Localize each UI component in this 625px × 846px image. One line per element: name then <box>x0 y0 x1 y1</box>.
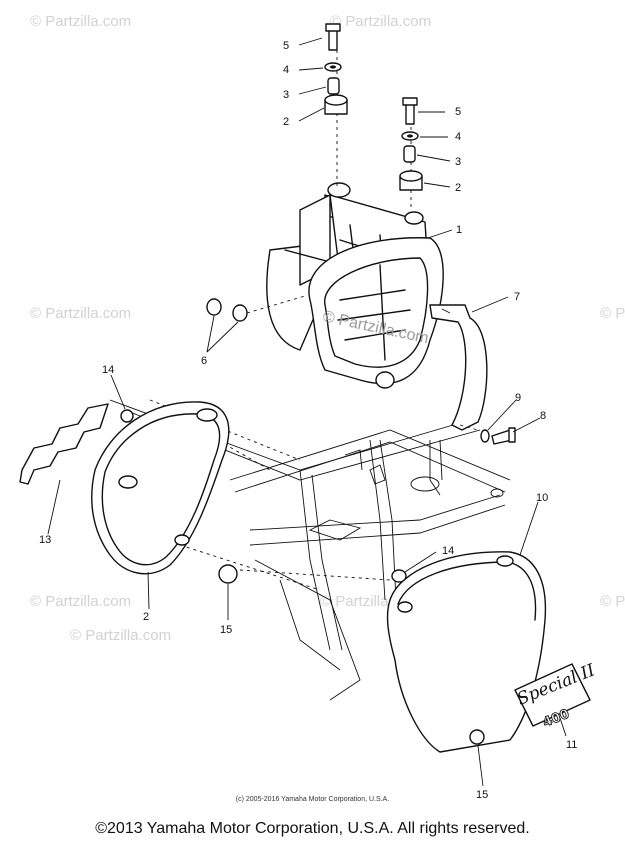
grommet-14-right <box>391 569 407 583</box>
callout-7: 7 <box>514 291 520 303</box>
callout-3: 3 <box>283 89 289 101</box>
watermark: © Partzilla.com <box>30 13 131 30</box>
callout-14: 14 <box>102 364 114 376</box>
watermark: © Partzilla.com <box>70 627 171 644</box>
watermark: © Partzilla.com <box>600 305 625 322</box>
left-hardware-stack <box>324 23 348 190</box>
callout-2: 2 <box>283 116 289 128</box>
battery-box <box>266 182 444 389</box>
watermark: © Partzilla.com <box>600 593 625 610</box>
callout-2: 2 <box>455 182 461 194</box>
watermark: © Partzilla.com <box>30 593 131 610</box>
right-side-cover: Special II 400 <box>386 551 598 753</box>
callout-11: 11 <box>566 739 577 751</box>
copyright-main: ©2013 Yamaha Motor Corporation, U.S.A. A… <box>95 820 530 837</box>
callout-2: 2 <box>143 611 149 623</box>
collar-3-left <box>327 77 340 95</box>
callout-15: 15 <box>220 624 232 636</box>
callout-1: 1 <box>456 224 462 236</box>
emblem-13 <box>19 403 109 485</box>
callout-5: 5 <box>283 40 289 52</box>
damper-15-right <box>469 729 485 745</box>
callout-13: 13 <box>39 534 51 546</box>
callout-4: 4 <box>455 131 461 143</box>
grommets-6 <box>206 295 306 322</box>
bolt-8-washer-9 <box>480 427 516 445</box>
callout-15: 15 <box>476 789 488 801</box>
collar-3-right <box>403 145 416 163</box>
callout-5: 5 <box>455 106 461 118</box>
right-hardware-stack <box>399 97 423 210</box>
bracket-7 <box>429 304 488 431</box>
callout-6: 6 <box>201 355 207 367</box>
callout-10: 10 <box>536 492 548 504</box>
callout-9: 9 <box>515 392 521 404</box>
washer-9 <box>480 429 490 443</box>
left-side-cover <box>19 401 238 584</box>
leader-lines <box>47 37 567 787</box>
callout-14: 14 <box>442 545 454 557</box>
copyright-small: (c) 2005-2016 Yamaha Motor Corporation, … <box>235 796 390 803</box>
damper-15-left <box>218 564 238 584</box>
grommet-14-left <box>120 409 134 423</box>
callout-numbers: 5 4 3 2 5 4 3 2 1 7 6 9 8 14 13 2 10 14 … <box>39 40 577 801</box>
callout-8: 8 <box>540 410 546 422</box>
watermark: © Partzilla.com <box>330 13 431 30</box>
watermark: © Partzilla.com <box>30 305 131 322</box>
callout-3: 3 <box>455 156 461 168</box>
callout-4: 4 <box>283 64 289 76</box>
